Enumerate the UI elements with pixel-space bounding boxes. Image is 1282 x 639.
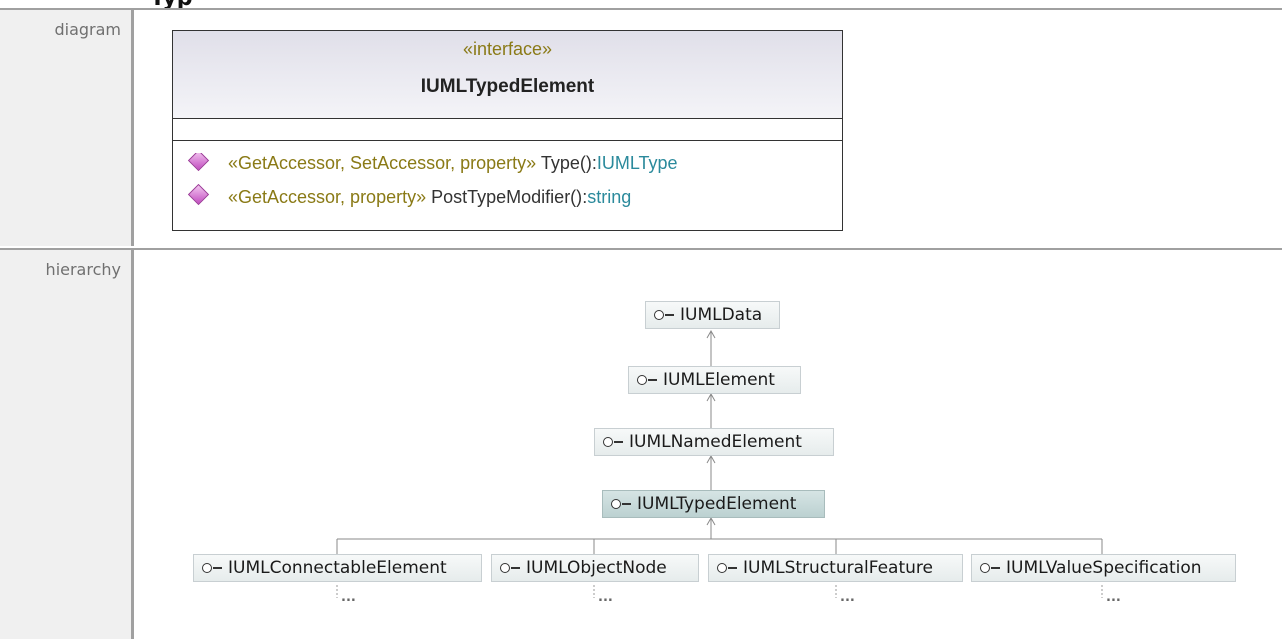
more-children-indicator[interactable]: ...: [598, 590, 613, 605]
hierarchy-row-label: hierarchy: [0, 250, 134, 639]
diagram-row-label: diagram: [0, 10, 134, 246]
hierarchy-node-current[interactable]: IUMLTypedElement: [602, 490, 825, 518]
hierarchy-node-label: IUMLNamedElement: [629, 432, 802, 452]
interface-lollipop-icon: [637, 374, 659, 386]
hierarchy-node-label: IUMLStructuralFeature: [743, 558, 933, 578]
uml-class-box[interactable]: «interface» IUMLTypedElement «GetAccesso…: [172, 30, 843, 231]
interface-lollipop-icon: [654, 309, 676, 321]
hierarchy-node-iumldata[interactable]: IUMLData: [645, 301, 780, 329]
operation-name: PostTypeModifier(): [431, 187, 583, 207]
operation-return-type: IUMLType: [596, 153, 678, 173]
documentation-table: [0, 8, 1282, 639]
uml-operations-compartment: «GetAccessor, SetAccessor, property» Typ…: [173, 141, 842, 230]
hierarchy-row: hierarchy: [0, 248, 1282, 639]
more-children-indicator[interactable]: ...: [840, 590, 855, 605]
hierarchy-child-objectnode[interactable]: IUMLObjectNode: [491, 554, 699, 582]
operation-return-type: string: [587, 187, 632, 207]
hierarchy-child-valuespecification[interactable]: IUMLValueSpecification: [971, 554, 1236, 582]
uml-stereotype: «interface»: [462, 39, 553, 59]
uml-class-name: IUMLTypedElement: [420, 76, 595, 97]
hierarchy-node-label: IUMLElement: [663, 370, 775, 390]
uml-class-header: «interface» IUMLTypedElement: [173, 31, 842, 119]
page-title: Typ: [150, 0, 193, 11]
hierarchy-node-label: IUMLObjectNode: [526, 558, 667, 578]
operation-name: Type(): [540, 153, 592, 173]
hierarchy-node-label: IUMLData: [680, 305, 763, 325]
operation-separator: :: [591, 153, 597, 173]
interface-lollipop-icon: [202, 562, 224, 574]
operation-posttypemodifier[interactable]: «GetAccessor, property» PostTypeModifier…: [187, 183, 632, 213]
operation-stereotypes: «GetAccessor, property»: [228, 187, 427, 207]
interface-lollipop-icon: [980, 562, 1002, 574]
hierarchy-child-structuralfeature[interactable]: IUMLStructuralFeature: [708, 554, 963, 582]
interface-lollipop-icon: [611, 498, 633, 510]
operation-stereotypes: «GetAccessor, SetAccessor, property»: [228, 153, 537, 173]
more-children-indicator[interactable]: ...: [1106, 590, 1121, 605]
hierarchy-child-connectable[interactable]: IUMLConnectableElement: [193, 554, 482, 582]
operation-type[interactable]: «GetAccessor, SetAccessor, property» Typ…: [187, 153, 830, 179]
interface-lollipop-icon: [500, 562, 522, 574]
hierarchy-node-iumlnamedelement[interactable]: IUMLNamedElement: [594, 428, 834, 456]
hierarchy-node-iumlelement[interactable]: IUMLElement: [628, 366, 801, 394]
diagram-row: diagram «interface» IUMLTypedElement «Ge…: [0, 10, 1282, 246]
hierarchy-node-label: IUMLValueSpecification: [1006, 558, 1202, 578]
hierarchy-node-label: IUMLConnectableElement: [228, 558, 447, 578]
interface-lollipop-icon: [603, 436, 625, 448]
uml-attributes-compartment: [173, 118, 842, 141]
interface-lollipop-icon: [717, 562, 739, 574]
hierarchy-node-label: IUMLTypedElement: [637, 494, 797, 514]
more-children-indicator[interactable]: ...: [341, 590, 356, 605]
operation-separator: :: [582, 187, 588, 207]
